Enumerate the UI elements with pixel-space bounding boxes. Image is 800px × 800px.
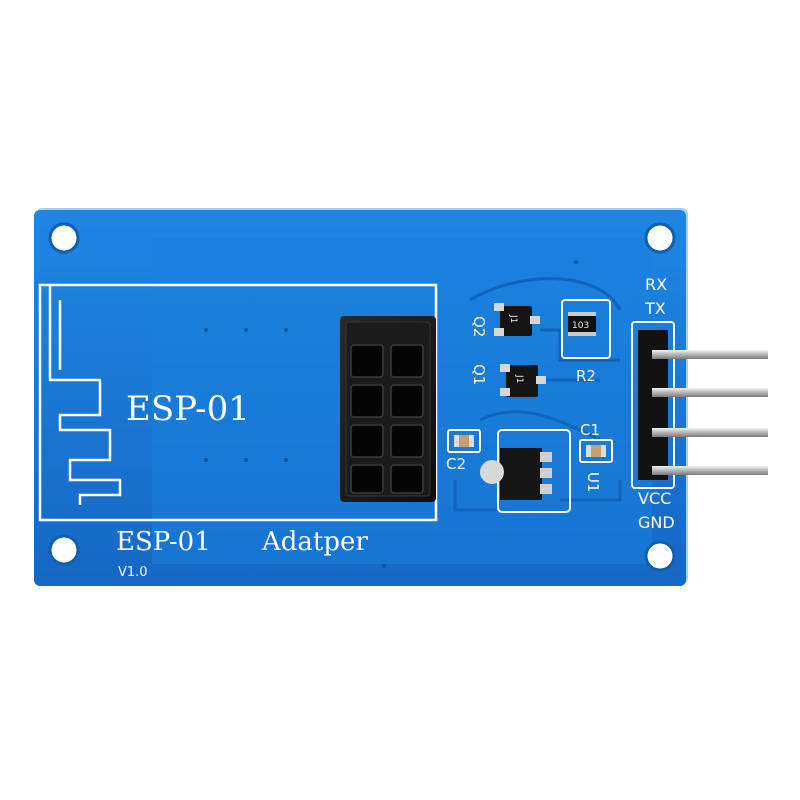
esp01-socket[interactable] bbox=[340, 316, 436, 502]
q1-marking: J1 bbox=[514, 374, 524, 383]
c1-label: C1 bbox=[580, 421, 600, 439]
r2-label: R2 bbox=[576, 367, 596, 385]
pcb-traces bbox=[453, 277, 622, 512]
board-version: V1.0 bbox=[118, 565, 148, 580]
mounting-hole-top-left bbox=[48, 222, 80, 254]
board-title: ESP-01 bbox=[116, 527, 211, 557]
pin-label-rx: RX bbox=[645, 275, 667, 294]
capacitor-c2 bbox=[447, 429, 481, 453]
transistor-q1: J1 bbox=[500, 364, 546, 397]
mounting-hole-bottom-right bbox=[644, 540, 676, 572]
q2-label: Q2 bbox=[470, 316, 488, 337]
u1-label: U1 bbox=[584, 472, 602, 493]
pin-label-vcc: VCC bbox=[638, 489, 671, 508]
resistor-r2: 103 bbox=[561, 299, 611, 359]
mounting-hole-bottom-left bbox=[48, 534, 80, 566]
mounting-hole-top-right bbox=[644, 222, 676, 254]
q2-marking: J1 bbox=[508, 314, 518, 323]
header-pins bbox=[652, 350, 768, 475]
board-subtitle: Adatper bbox=[261, 527, 368, 557]
vias bbox=[204, 260, 578, 568]
regulator-u1 bbox=[480, 429, 571, 513]
q1-label: Q1 bbox=[470, 364, 488, 385]
capacitor-c1 bbox=[579, 439, 613, 463]
transistor-q2: J1 bbox=[494, 303, 540, 336]
mounting-holes bbox=[48, 222, 676, 572]
c2-label: C2 bbox=[446, 455, 466, 473]
pin-label-gnd: GND bbox=[638, 513, 675, 532]
pin-label-tx: TX bbox=[644, 299, 666, 318]
antenna-label: ESP-01 bbox=[126, 389, 250, 429]
pin-header[interactable] bbox=[631, 321, 768, 489]
r2-code: 103 bbox=[572, 321, 589, 331]
